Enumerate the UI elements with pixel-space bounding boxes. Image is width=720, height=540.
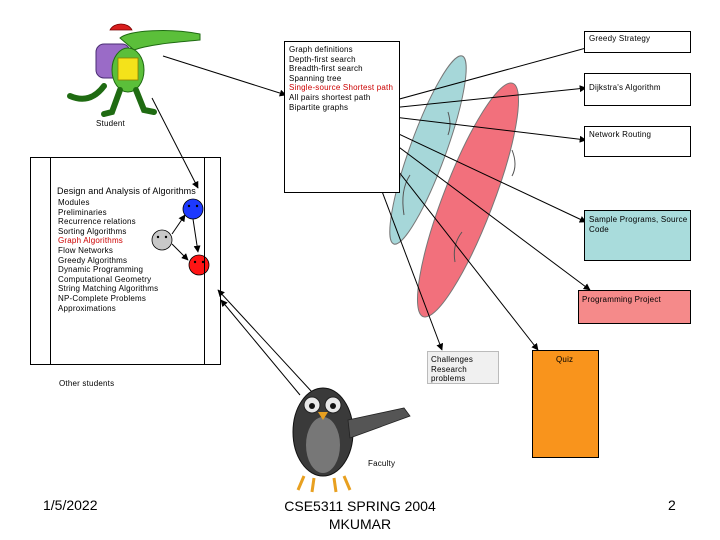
graph-topic-item[interactable]: Graph definitions [289, 45, 353, 54]
teal-ellipse-highlight [402, 174, 411, 216]
faculty-label: Faculty [368, 459, 396, 468]
course-outline-inner [50, 157, 205, 365]
sample-programs-box[interactable]: Sample Programs, Source Code [584, 210, 691, 261]
dijkstra-label: Dijkstra's Algorithm [589, 83, 661, 92]
course-module-item[interactable]: Approximations [58, 303, 116, 313]
other-students-label: Other students [59, 379, 115, 388]
course-module-item[interactable]: String Matching Algorithms [58, 284, 159, 294]
graph-topic-item[interactable]: Depth-first search [289, 54, 356, 64]
network-routing-box[interactable]: Network Routing [584, 126, 691, 157]
red-ellipse [416, 82, 520, 318]
arrow-student-to-graph-algorithms [151, 97, 199, 189]
graph-topics-box [284, 41, 400, 193]
course-module-item[interactable]: Recurrence relations [58, 217, 136, 227]
greedy-strategy-label: Greedy Strategy [589, 34, 651, 43]
gray-node [151, 229, 173, 251]
challenges-label: Challenges Research problems [431, 355, 474, 384]
course-title: Design and Analysis of Algorithms [57, 186, 196, 196]
arrow-course-to-faculty [217, 289, 313, 393]
course-module-item[interactable]: Flow Networks [58, 245, 114, 255]
quiz-label: Quiz [556, 355, 574, 364]
owl-faculty-icon [292, 387, 411, 493]
teal-ellipse-highlight-2 [447, 111, 451, 136]
course-module-item[interactable]: Modules [58, 198, 90, 207]
red-ellipse-highlight-2 [511, 149, 516, 177]
network-routing-label: Network Routing [589, 130, 652, 139]
footer-date: 1/5/2022 [43, 497, 98, 513]
footer-author: MKUMAR [328, 516, 392, 532]
programming-project-label: Programming Project [582, 295, 661, 304]
arrow-node-gray-to-blue [171, 214, 186, 235]
graph-topic-item[interactable]: Spanning tree [289, 73, 342, 83]
course-module-item[interactable]: Computational Geometry [58, 274, 152, 284]
course-module-item[interactable]: Preliminaries [58, 207, 107, 217]
footer-page-number: 2 [668, 497, 676, 513]
red-ellipse-highlight [453, 231, 463, 263]
course-module-list: Modules Preliminaries Recurrence relatio… [58, 198, 158, 313]
course-module-item[interactable]: Greedy Algorithms [58, 255, 128, 265]
graph-topic-item[interactable]: All pairs shortest path [289, 92, 371, 102]
greedy-strategy-box[interactable]: Greedy Strategy [584, 31, 691, 53]
blue-node [182, 198, 204, 220]
challenges-box[interactable]: Challenges Research problems [427, 351, 499, 384]
student-label: Student [96, 119, 125, 128]
footer-course: CSE5311 SPRING 2004 [284, 498, 436, 514]
programming-project-box[interactable]: Programming Project [578, 290, 691, 324]
graph-topic-item-shortest-path[interactable]: Single-source Shortest path [289, 83, 394, 93]
graph-topics-list: Graph definitions Depth-first search Bre… [289, 45, 393, 112]
arrow-student-to-topics [162, 55, 287, 97]
sample-programs-label: Sample Programs, Source Code [589, 215, 688, 234]
dijkstra-box[interactable]: Dijkstra's Algorithm [584, 73, 691, 106]
graph-topic-item[interactable]: Breadth-first search [289, 64, 363, 74]
course-outline-box [30, 157, 221, 365]
footer-course-block: CSE5311 SPRING 2004 MKUMAR [284, 497, 436, 533]
quiz-box[interactable]: Quiz [532, 350, 599, 458]
arrow-faculty-to-course [220, 299, 301, 396]
graph-topic-item[interactable]: Bipartite graphs [289, 102, 349, 112]
arrow-node-blue-to-red [192, 218, 201, 253]
arrow-node-gray-to-red [171, 243, 189, 261]
course-module-item[interactable]: NP-Complete Problems [58, 293, 147, 303]
crocodile-student-icon [67, 23, 201, 117]
course-module-item[interactable]: Dynamic Programming [58, 265, 144, 275]
course-module-item-graph-algorithms[interactable]: Graph Algorithms [58, 236, 124, 246]
course-module-item[interactable]: Sorting Algorithms [58, 226, 127, 236]
